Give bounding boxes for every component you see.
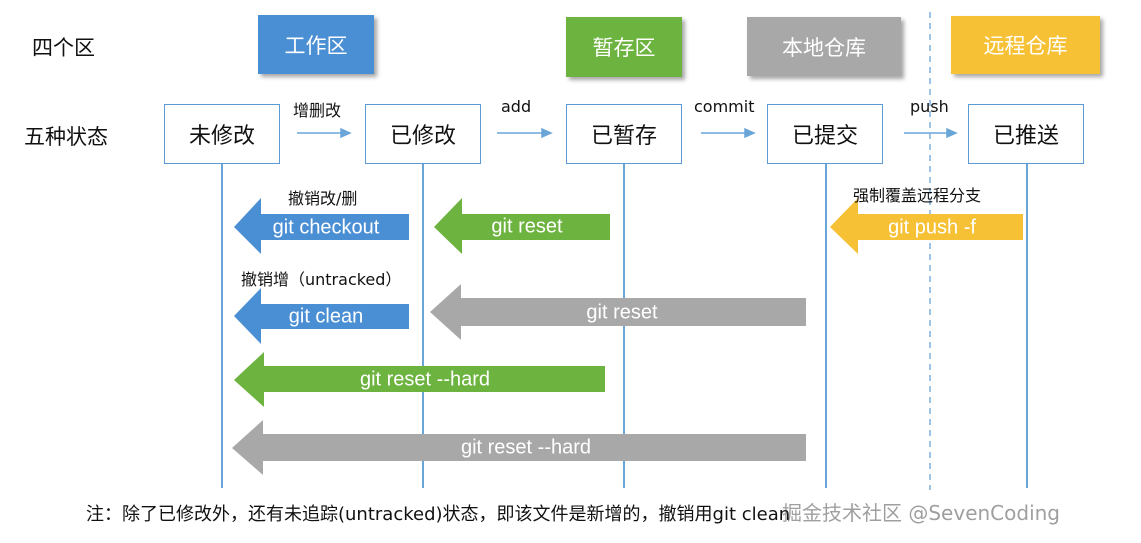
state-pushed: 已推送 <box>968 104 1084 164</box>
transition-label-push: push <box>910 97 949 116</box>
op-caption-push-f: 强制覆盖远程分支 <box>853 186 982 205</box>
op-arrow-git-reset-staged <box>434 198 610 254</box>
op-caption-clean: 撤销增（untracked） <box>241 270 402 289</box>
area-remote-repo: 远程仓库 <box>951 16 1100 74</box>
area-staging-label: 暂存区 <box>592 36 656 60</box>
transition-arrowhead-1 <box>340 127 352 139</box>
op-command-git-push-f: git push -f <box>888 216 976 239</box>
area-workspace: 工作区 <box>258 15 374 74</box>
areas-row-label: 四个区 <box>32 36 95 60</box>
op-command-git-reset-hard-committed: git reset --hard <box>460 436 592 459</box>
area-local-repo: 本地仓库 <box>747 17 901 76</box>
footer-note: 注：除了已修改外，还有未追踪(untracked)状态，即该文件是新增的，撤销用… <box>86 504 791 525</box>
state-unmodified: 未修改 <box>164 104 280 164</box>
transition-arrowhead-2 <box>541 127 553 139</box>
op-command-git-checkout: git checkout <box>272 216 380 239</box>
transition-label-edit: 增删改 <box>293 101 342 120</box>
state-modified: 已修改 <box>365 104 481 164</box>
area-staging: 暂存区 <box>566 17 682 77</box>
op-caption-checkout: 撤销改/删 <box>288 189 358 208</box>
op-arrow-git-reset-hard-committed <box>232 420 806 475</box>
op-command-git-reset-hard-staged: git reset --hard <box>359 368 491 391</box>
op-arrow-git-clean <box>234 288 409 344</box>
op-arrow-git-checkout <box>234 198 409 254</box>
op-command-git-clean: git clean <box>288 305 364 328</box>
op-arrow-git-reset-hard-staged <box>234 352 605 407</box>
transition-label-add: add <box>501 97 532 116</box>
area-workspace-label: 工作区 <box>284 33 348 58</box>
state-committed-label: 已提交 <box>791 124 858 149</box>
op-arrow-git-reset-committed <box>430 284 806 340</box>
state-staged-label: 已暂存 <box>590 124 657 149</box>
state-unmodified-label: 未修改 <box>188 124 255 149</box>
op-command-git-reset-committed: git reset <box>586 301 658 324</box>
state-committed: 已提交 <box>767 104 883 164</box>
state-modified-label: 已修改 <box>389 124 456 149</box>
state-staged: 已暂存 <box>566 104 682 164</box>
area-local-repo-label: 本地仓库 <box>782 35 866 60</box>
transition-arrowhead-4 <box>946 127 958 139</box>
transition-arrowhead-3 <box>744 127 756 139</box>
op-arrow-git-push-f <box>830 198 1023 254</box>
watermark: 掘金技术社区 @SevenCoding <box>782 501 1060 525</box>
transition-label-commit: commit <box>694 97 755 116</box>
area-remote-repo-label: 远程仓库 <box>983 34 1068 58</box>
states-row-label: 五种状态 <box>24 125 108 149</box>
state-pushed-label: 已推送 <box>992 124 1059 149</box>
op-command-git-reset-staged: git reset <box>491 215 563 238</box>
